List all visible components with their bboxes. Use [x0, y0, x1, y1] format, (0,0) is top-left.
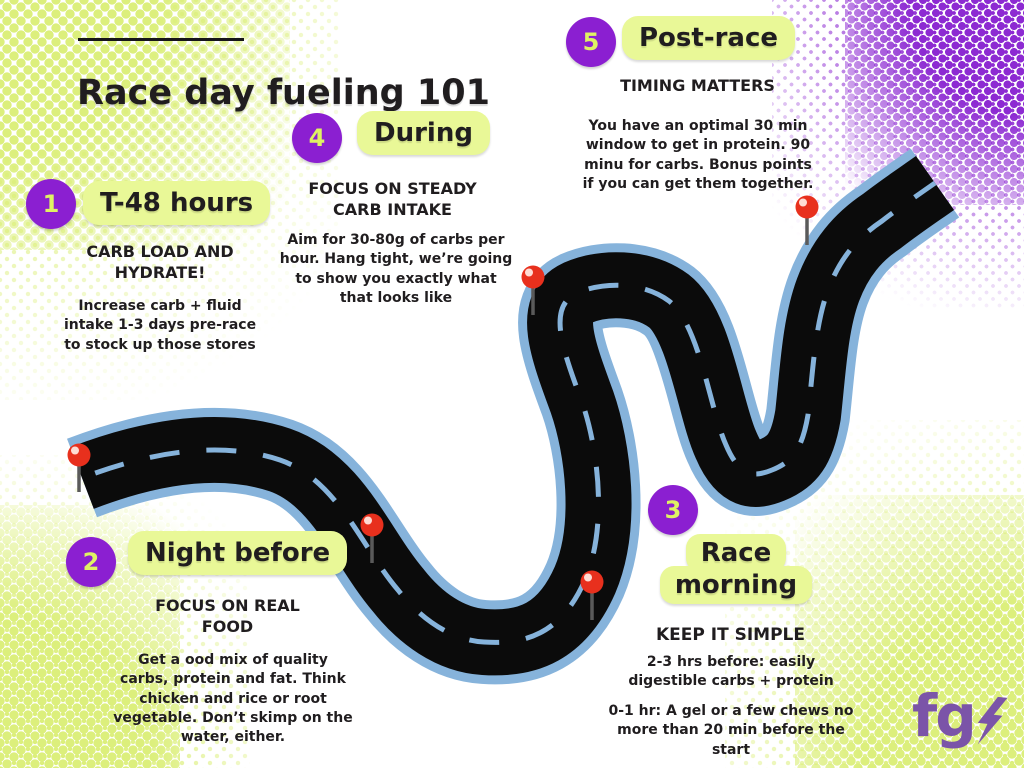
stop-5-number-badge: 5: [566, 17, 616, 67]
stop-2-body: Get a ood mix of quality carbs, protein …: [113, 652, 353, 746]
stop-5-title: Post-race: [622, 16, 796, 60]
title-accent-line: [78, 38, 244, 41]
stop-5-subtitle: TIMING MATTERS: [620, 76, 775, 95]
stop-3-title-line-2: morning: [659, 566, 813, 604]
stop-1-title: T-48 hours: [83, 181, 271, 225]
lightning-bolt-icon: [977, 696, 1008, 745]
stop-4-number-badge: 4: [292, 113, 342, 163]
page-title: Race day fueling 101: [77, 73, 490, 114]
map-pin-icon: [580, 570, 604, 620]
stop-4-title: During: [357, 111, 490, 155]
stop-1-body: Increase carb + fluid intake 1-3 days pr…: [63, 298, 257, 353]
stop-4-body: Aim for 30-80g of carbs per hour. Hang t…: [279, 232, 513, 306]
road-asphalt: [70, 156, 955, 676]
stop-3-body-2: 0-1 hr: A gel or a few chews no more tha…: [608, 703, 854, 758]
stop-3-subtitle: KEEP IT SIMPLE: [655, 625, 805, 645]
map-pin-icon: [521, 265, 545, 315]
stop-3-body: 2-3 hrs before: easily digestible carbs …: [628, 654, 834, 690]
stop-2-subtitle: FOCUS ON REAL FOOD: [155, 596, 300, 636]
stop-1-number-badge: 1: [26, 179, 76, 229]
stop-2-title: Night before: [128, 531, 348, 575]
stop-3-title-group: Race morning: [655, 534, 817, 604]
map-pin-icon: [360, 513, 384, 563]
stop-2-number-badge: 2: [66, 537, 116, 587]
stop-5-body: You have an optimal 30 min window to get…: [582, 118, 814, 192]
stop-4-subtitle: FOCUS ON STEADY CARB INTAKE: [308, 179, 477, 219]
stop-1-subtitle: CARB LOAD AND HYDRATE!: [86, 242, 234, 282]
brand-logo: fg: [912, 682, 1008, 750]
stop-3-number-badge: 3: [648, 485, 698, 535]
logo-text: fg: [912, 682, 977, 750]
